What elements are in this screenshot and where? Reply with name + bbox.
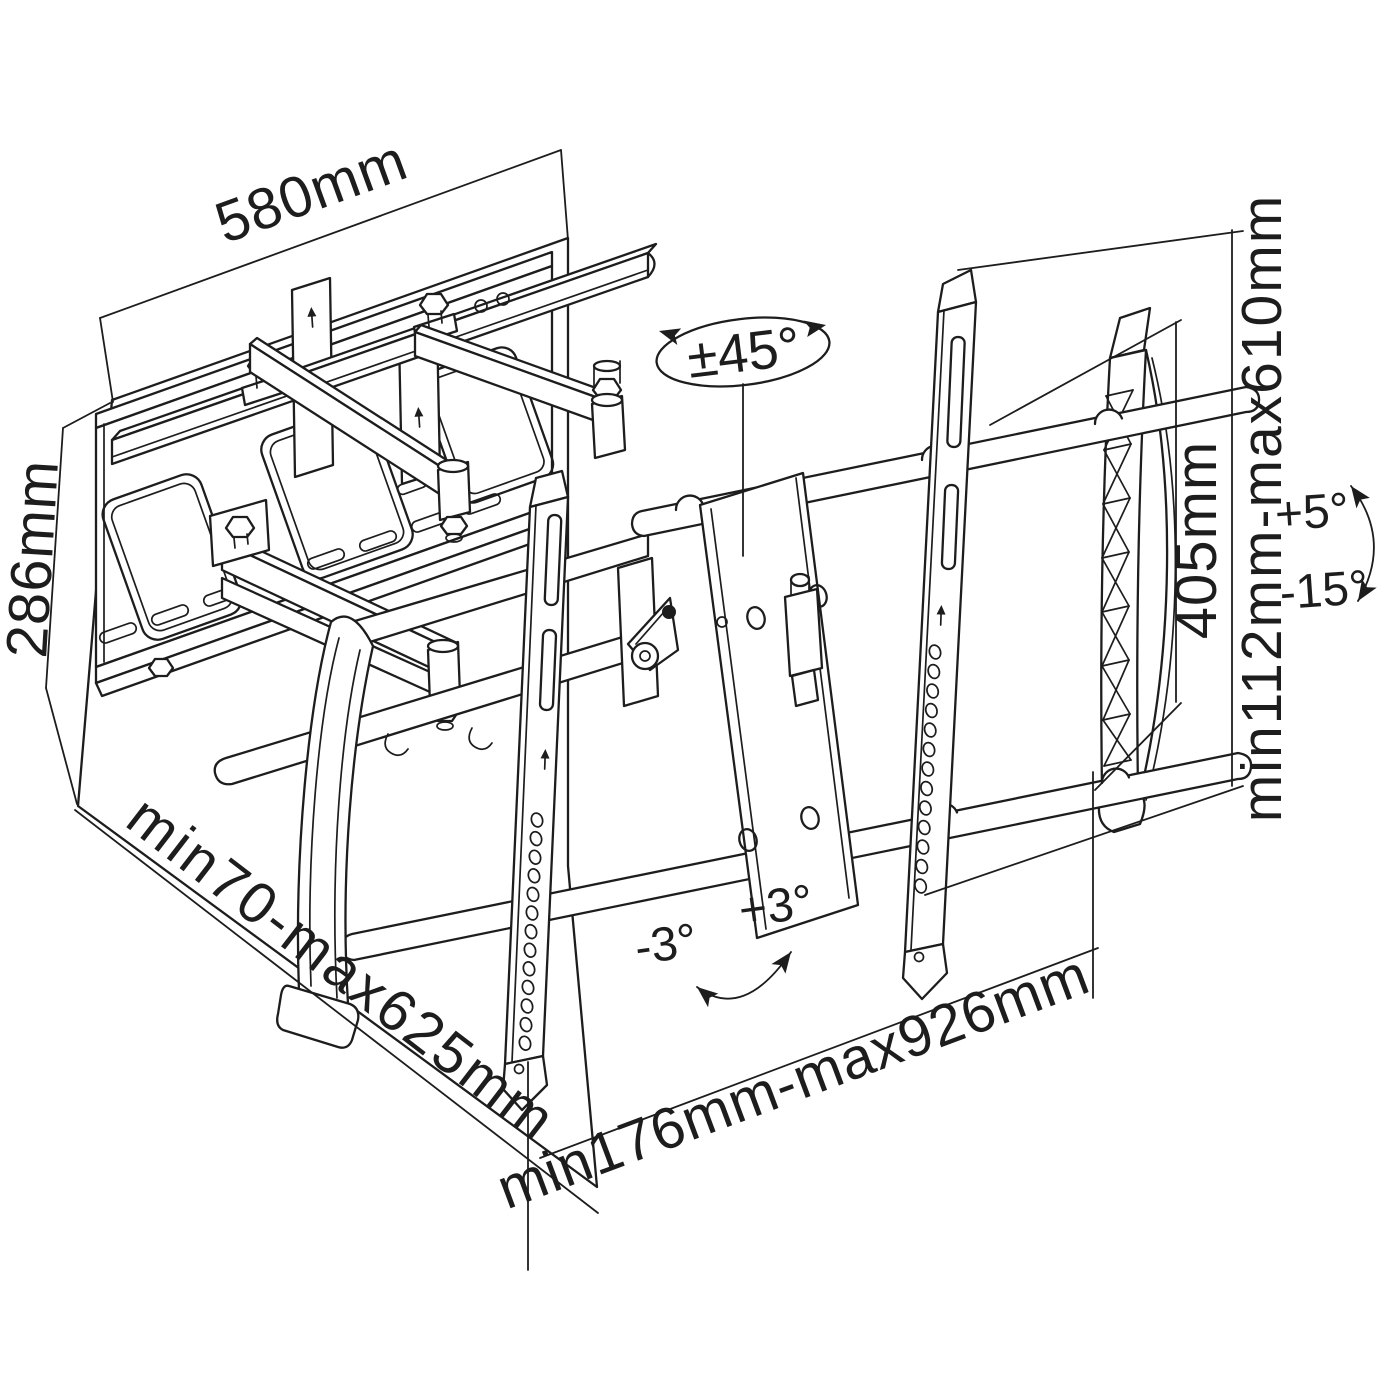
dim-label-min112-max610: min112mm-max610mm <box>1230 194 1294 822</box>
tilt-down-label: -15° <box>1278 561 1370 620</box>
level-arrow-right-icon <box>771 946 798 974</box>
tilt-angle-annotation: +5° -15° <box>1273 481 1377 620</box>
tv-rail-right <box>901 268 978 1001</box>
level-plus-label: +3° <box>736 875 817 938</box>
dimension-405mm: 405mm <box>989 319 1229 791</box>
tv-side-bracket-right <box>1097 306 1177 834</box>
pivot-post <box>436 458 472 543</box>
dimension-286mm: 286mm <box>0 402 111 805</box>
level-arrow-left-icon <box>691 981 719 1008</box>
tv-rail-left <box>501 469 570 1112</box>
vesa-adapter-plate <box>698 471 860 940</box>
clamp-block <box>783 572 824 708</box>
rail-holes <box>518 812 544 1051</box>
swivel-label: ±45° <box>684 314 804 389</box>
rail-holes <box>914 644 942 894</box>
dim-label-580mm: 580mm <box>207 127 416 256</box>
level-angle-annotation: -3° +3° <box>632 875 817 1008</box>
dim-label-405mm: 405mm <box>1164 441 1229 639</box>
dim-label-286mm: 286mm <box>0 458 71 660</box>
hex-bolt <box>208 498 271 568</box>
dimension-min112-max610: min112mm-max610mm <box>924 194 1294 896</box>
swivel-arrow-right-icon <box>803 315 828 338</box>
tv-side-bracket-left <box>276 615 375 1049</box>
level-minus-label: -3° <box>632 914 701 975</box>
pivot-knuckle <box>616 556 680 708</box>
pivot-post <box>590 359 627 460</box>
swivel-angle-callout: ±45° <box>655 314 831 557</box>
tilt-up-label: +5° <box>1273 484 1350 542</box>
